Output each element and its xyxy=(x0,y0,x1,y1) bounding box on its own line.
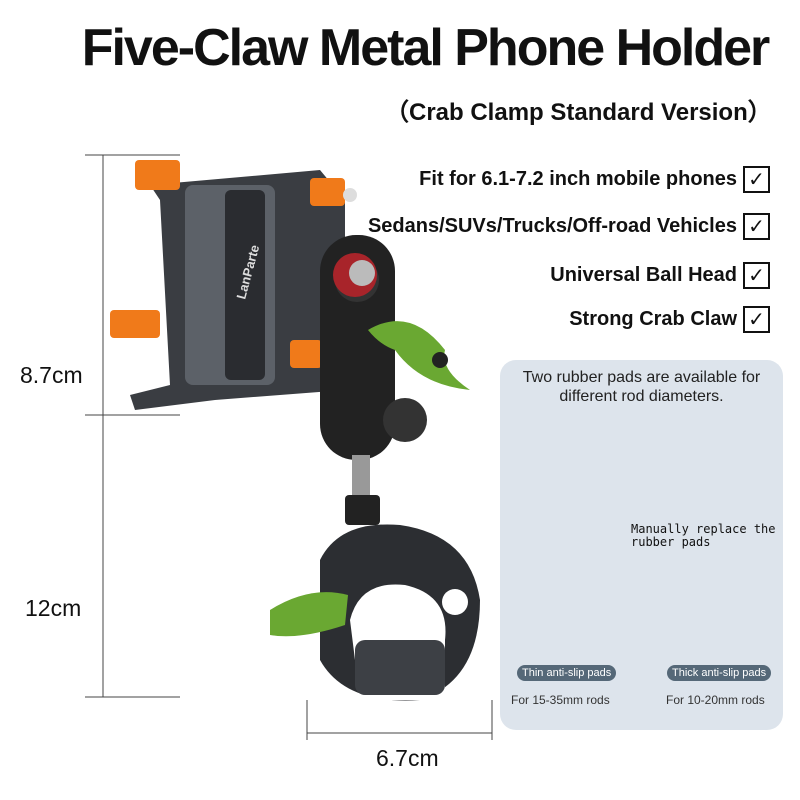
feature-label: Fit for 6.1-7.2 inch mobile phones xyxy=(419,168,737,190)
phone-holder-image: LanParte xyxy=(110,160,480,701)
feature-label: Sedans/SUVs/Trucks/Off-road Vehicles xyxy=(367,215,737,237)
feature-item: Fit for 6.1-7.2 inch mobile phones ✓ xyxy=(419,166,770,193)
replace-note: Manually replace the rubber pads xyxy=(631,522,776,549)
page-subtitle: （Crab Clamp Standard Version） xyxy=(385,99,772,126)
checkbox-icon: ✓ xyxy=(743,306,770,333)
page-title: Five-Claw Metal Phone Holder xyxy=(81,19,771,77)
checkbox-icon: ✓ xyxy=(743,213,770,240)
feature-label: Universal Ball Head xyxy=(550,264,737,286)
dimension-clamp-height: 12cm xyxy=(25,595,82,621)
feature-item: Strong Crab Claw ✓ xyxy=(569,306,770,333)
thin-pads-badge: Thin anti-slip pads xyxy=(517,665,617,681)
thick-pads-range: For 10-20mm rods xyxy=(666,693,765,707)
thick-pads-badge: Thick anti-slip pads xyxy=(667,665,772,681)
rubber-pads-panel: Two rubber pads are available for differ… xyxy=(500,360,783,730)
thin-pads-range: For 15-35mm rods xyxy=(511,693,610,707)
checkbox-icon: ✓ xyxy=(743,166,770,193)
dimension-lines xyxy=(85,154,493,740)
feature-item: Universal Ball Head ✓ xyxy=(550,262,770,289)
panel-title: Two rubber pads are available for differ… xyxy=(522,369,761,405)
feature-item: Sedans/SUVs/Trucks/Off-road Vehicles ✓ xyxy=(368,213,770,240)
checkbox-icon: ✓ xyxy=(743,262,770,289)
dimension-clamp-width: 6.7cm xyxy=(376,745,439,771)
feature-label: Strong Crab Claw xyxy=(569,308,737,330)
dimension-holder-height: 8.7cm xyxy=(20,362,83,388)
